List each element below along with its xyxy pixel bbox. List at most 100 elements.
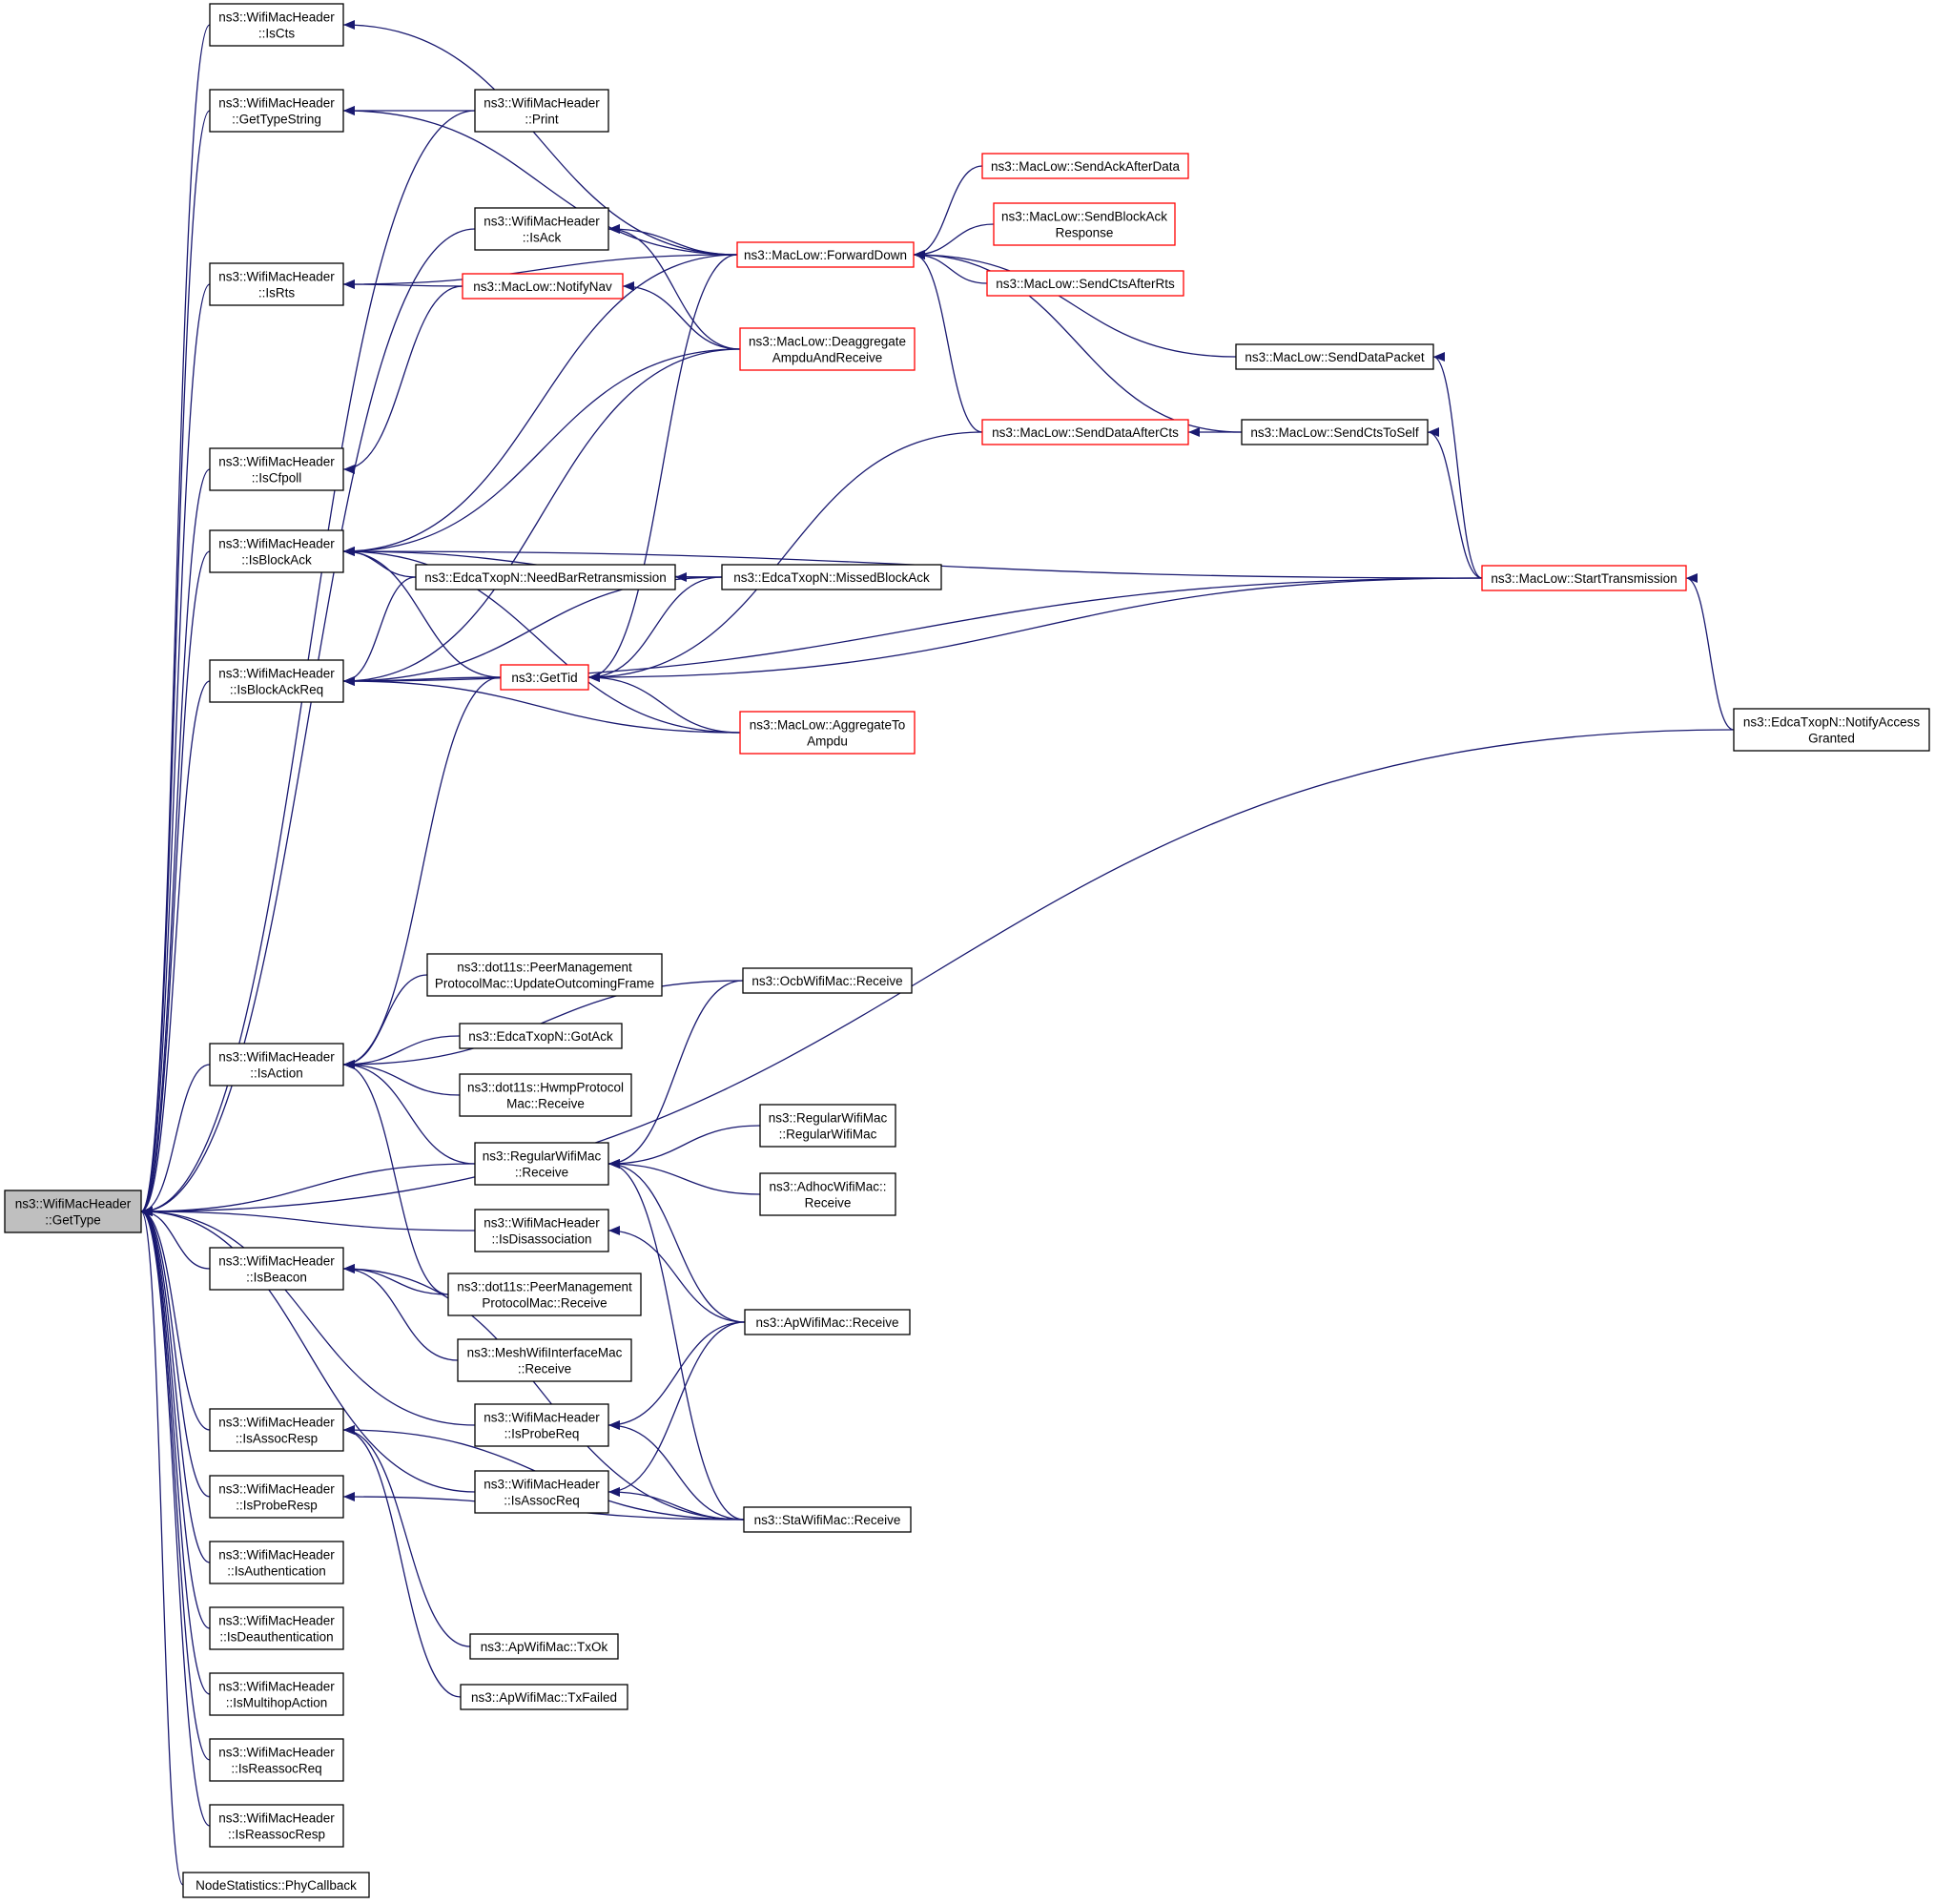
node-is-block-ack[interactable]: ns3::WifiMacHeader::IsBlockAck <box>209 529 344 573</box>
edge-got-ack-to-is-action <box>342 1035 461 1069</box>
node-tx-ok[interactable]: ns3::ApWifiMac::TxOk <box>469 1633 619 1660</box>
node-box <box>759 1172 896 1216</box>
node-update-outcoming-frame[interactable]: ns3::dot11s::PeerManagementProtocolMac::… <box>426 953 663 997</box>
node-get-type[interactable]: ns3::WifiMacHeader::GetType <box>4 1190 142 1233</box>
node-label: ::IsDisassociation <box>491 1232 591 1247</box>
edge-notify-nav-to-is-rts <box>342 279 463 290</box>
node-start-transmission[interactable]: ns3::MacLow::StartTransmission <box>1481 565 1687 591</box>
edge-aggregate-to-ampdu-to-get-tid <box>587 673 741 734</box>
node-box <box>209 1738 344 1782</box>
node-regular-ctor[interactable]: ns3::RegularWifiMac::RegularWifiMac <box>759 1104 896 1148</box>
node-is-assoc-resp[interactable]: ns3::WifiMacHeader::IsAssocResp <box>209 1408 344 1452</box>
node-is-cfpoll[interactable]: ns3::WifiMacHeader::IsCfpoll <box>209 447 344 491</box>
node-get-type-string[interactable]: ns3::WifiMacHeader::GetTypeString <box>209 89 344 133</box>
node-label: ::IsCfpoll <box>252 471 302 486</box>
node-label: ns3::EdcaTxopN::NotifyAccess <box>1743 715 1921 730</box>
node-is-rts[interactable]: ns3::WifiMacHeader::IsRts <box>209 262 344 306</box>
node-label: ::IsReassocResp <box>228 1828 325 1842</box>
edge-is-assoc-resp-to-get-type <box>140 1207 211 1431</box>
edge-get-tid-to-is-block-ack <box>342 547 502 678</box>
node-label: ::IsAction <box>250 1066 303 1081</box>
node-label: ::GetType <box>45 1213 101 1228</box>
edge-is-authentication-to-get-type <box>140 1207 211 1563</box>
edge-tx-ok-to-is-assoc-resp <box>342 1425 471 1647</box>
node-box <box>981 419 1189 445</box>
node-box <box>739 327 916 371</box>
node-get-tid[interactable]: ns3::GetTid <box>500 664 589 691</box>
node-sta-receive[interactable]: ns3::StaWifiMac::Receive <box>743 1506 912 1533</box>
node-label: ns3::MacLow::Deaggregate <box>749 335 906 349</box>
node-is-probe-req[interactable]: ns3::WifiMacHeader::IsProbeReq <box>474 1403 609 1447</box>
node-send-data-after-cts[interactable]: ns3::MacLow::SendDataAfterCts <box>981 419 1189 445</box>
node-label: ::IsDeauthentication <box>219 1630 333 1645</box>
node-label: ns3::EdcaTxopN::GotAck <box>468 1029 613 1044</box>
node-print[interactable]: ns3::WifiMacHeader::Print <box>474 89 609 133</box>
node-tx-failed[interactable]: ns3::ApWifiMac::TxFailed <box>460 1684 628 1710</box>
edge-notify-access-granted-to-start-transmission <box>1685 573 1735 731</box>
node-box <box>459 1023 623 1049</box>
edge-aggregate-to-ampdu-to-is-block-ack-req <box>342 676 741 734</box>
node-missed-block-ack[interactable]: ns3::EdcaTxopN::MissedBlockAck <box>721 564 942 590</box>
node-ocb-receive[interactable]: ns3::OcbWifiMac::Receive <box>742 967 913 994</box>
node-is-assoc-req[interactable]: ns3::WifiMacHeader::IsAssocReq <box>474 1470 609 1514</box>
node-label: Granted <box>1808 732 1855 746</box>
node-is-reassoc-req[interactable]: ns3::WifiMacHeader::IsReassocReq <box>209 1738 344 1782</box>
node-box <box>459 1073 632 1117</box>
node-label: ns3::WifiMacHeader <box>218 1614 335 1628</box>
node-label: ns3::MacLow::SendBlockAck <box>1001 210 1167 224</box>
node-label: ns3::WifiMacHeader <box>484 215 600 229</box>
node-send-cts-to-self[interactable]: ns3::MacLow::SendCtsToSelf <box>1241 419 1429 445</box>
node-got-ack[interactable]: ns3::EdcaTxopN::GotAck <box>459 1023 623 1049</box>
node-need-bar-retransmission[interactable]: ns3::EdcaTxopN::NeedBarRetransmission <box>415 564 676 590</box>
edge-update-outcoming-frame-to-is-action <box>342 974 428 1069</box>
node-is-authentication[interactable]: ns3::WifiMacHeader::IsAuthentication <box>209 1541 344 1584</box>
node-is-probe-resp[interactable]: ns3::WifiMacHeader::IsProbeResp <box>209 1475 344 1519</box>
node-box <box>721 564 942 590</box>
node-is-disassociation[interactable]: ns3::WifiMacHeader::IsDisassociation <box>474 1209 609 1252</box>
node-send-data-packet[interactable]: ns3::MacLow::SendDataPacket <box>1235 343 1434 370</box>
node-label: ns3::StaWifiMac::Receive <box>754 1513 901 1527</box>
node-box <box>426 953 663 997</box>
edge-ocb-receive-to-is-action <box>342 980 744 1069</box>
node-box <box>209 1408 344 1452</box>
node-ap-receive[interactable]: ns3::ApWifiMac::Receive <box>744 1309 911 1335</box>
node-regular-receive[interactable]: ns3::RegularWifiMac::Receive <box>474 1142 609 1186</box>
edge-is-assoc-req-to-get-type <box>140 1207 476 1493</box>
node-label: ::IsProbeReq <box>504 1427 580 1441</box>
node-is-action[interactable]: ns3::WifiMacHeader::IsAction <box>209 1043 344 1087</box>
edge-regular-receive-to-is-action <box>342 1060 476 1165</box>
node-forward-down[interactable]: ns3::MacLow::ForwardDown <box>736 241 915 268</box>
edge-forward-down-to-get-type-string <box>342 106 738 256</box>
node-label: ns3::WifiMacHeader <box>218 667 335 681</box>
node-notify-nav[interactable]: ns3::MacLow::NotifyNav <box>462 273 624 300</box>
node-adhoc-receive[interactable]: ns3::AdhocWifiMac::Receive <box>759 1172 896 1216</box>
node-is-block-ack-req[interactable]: ns3::WifiMacHeader::IsBlockAckReq <box>209 659 344 703</box>
edge-forward-down-to-is-cts <box>342 20 738 256</box>
edge-is-action-to-get-type <box>140 1064 211 1216</box>
node-box <box>739 711 916 755</box>
node-label: ::Print <box>525 113 559 127</box>
node-send-ack-after-data[interactable]: ns3::MacLow::SendAckAfterData <box>981 153 1189 179</box>
node-phy-callback[interactable]: NodeStatistics::PhyCallback <box>182 1872 370 1898</box>
node-is-cts[interactable]: ns3::WifiMacHeader::IsCts <box>209 3 344 47</box>
node-label: ::RegularWifiMac <box>779 1128 877 1142</box>
node-is-beacon[interactable]: ns3::WifiMacHeader::IsBeacon <box>209 1247 344 1291</box>
node-mesh-receive[interactable]: ns3::MeshWifiInterfaceMac::Receive <box>457 1338 632 1382</box>
edge-layer <box>140 20 1735 1886</box>
node-box <box>474 89 609 133</box>
node-is-multihop-action[interactable]: ns3::WifiMacHeader::IsMultihopAction <box>209 1672 344 1716</box>
node-peer-mgmt-receive[interactable]: ns3::dot11s::PeerManagementProtocolMac::… <box>447 1273 642 1316</box>
edge-ap-receive-to-is-assoc-req <box>607 1321 746 1497</box>
node-send-cts-after-rts[interactable]: ns3::MacLow::SendCtsAfterRts <box>986 270 1184 297</box>
node-is-reassoc-resp[interactable]: ns3::WifiMacHeader::IsReassocResp <box>209 1804 344 1848</box>
edge-is-multihop-action-to-get-type <box>140 1207 211 1695</box>
node-is-deauthentication[interactable]: ns3::WifiMacHeader::IsDeauthentication <box>209 1606 344 1650</box>
node-is-ack[interactable]: ns3::WifiMacHeader::IsAck <box>474 207 609 251</box>
edge-deaggregate-ampdu-and-receive-to-is-ack <box>607 224 741 350</box>
